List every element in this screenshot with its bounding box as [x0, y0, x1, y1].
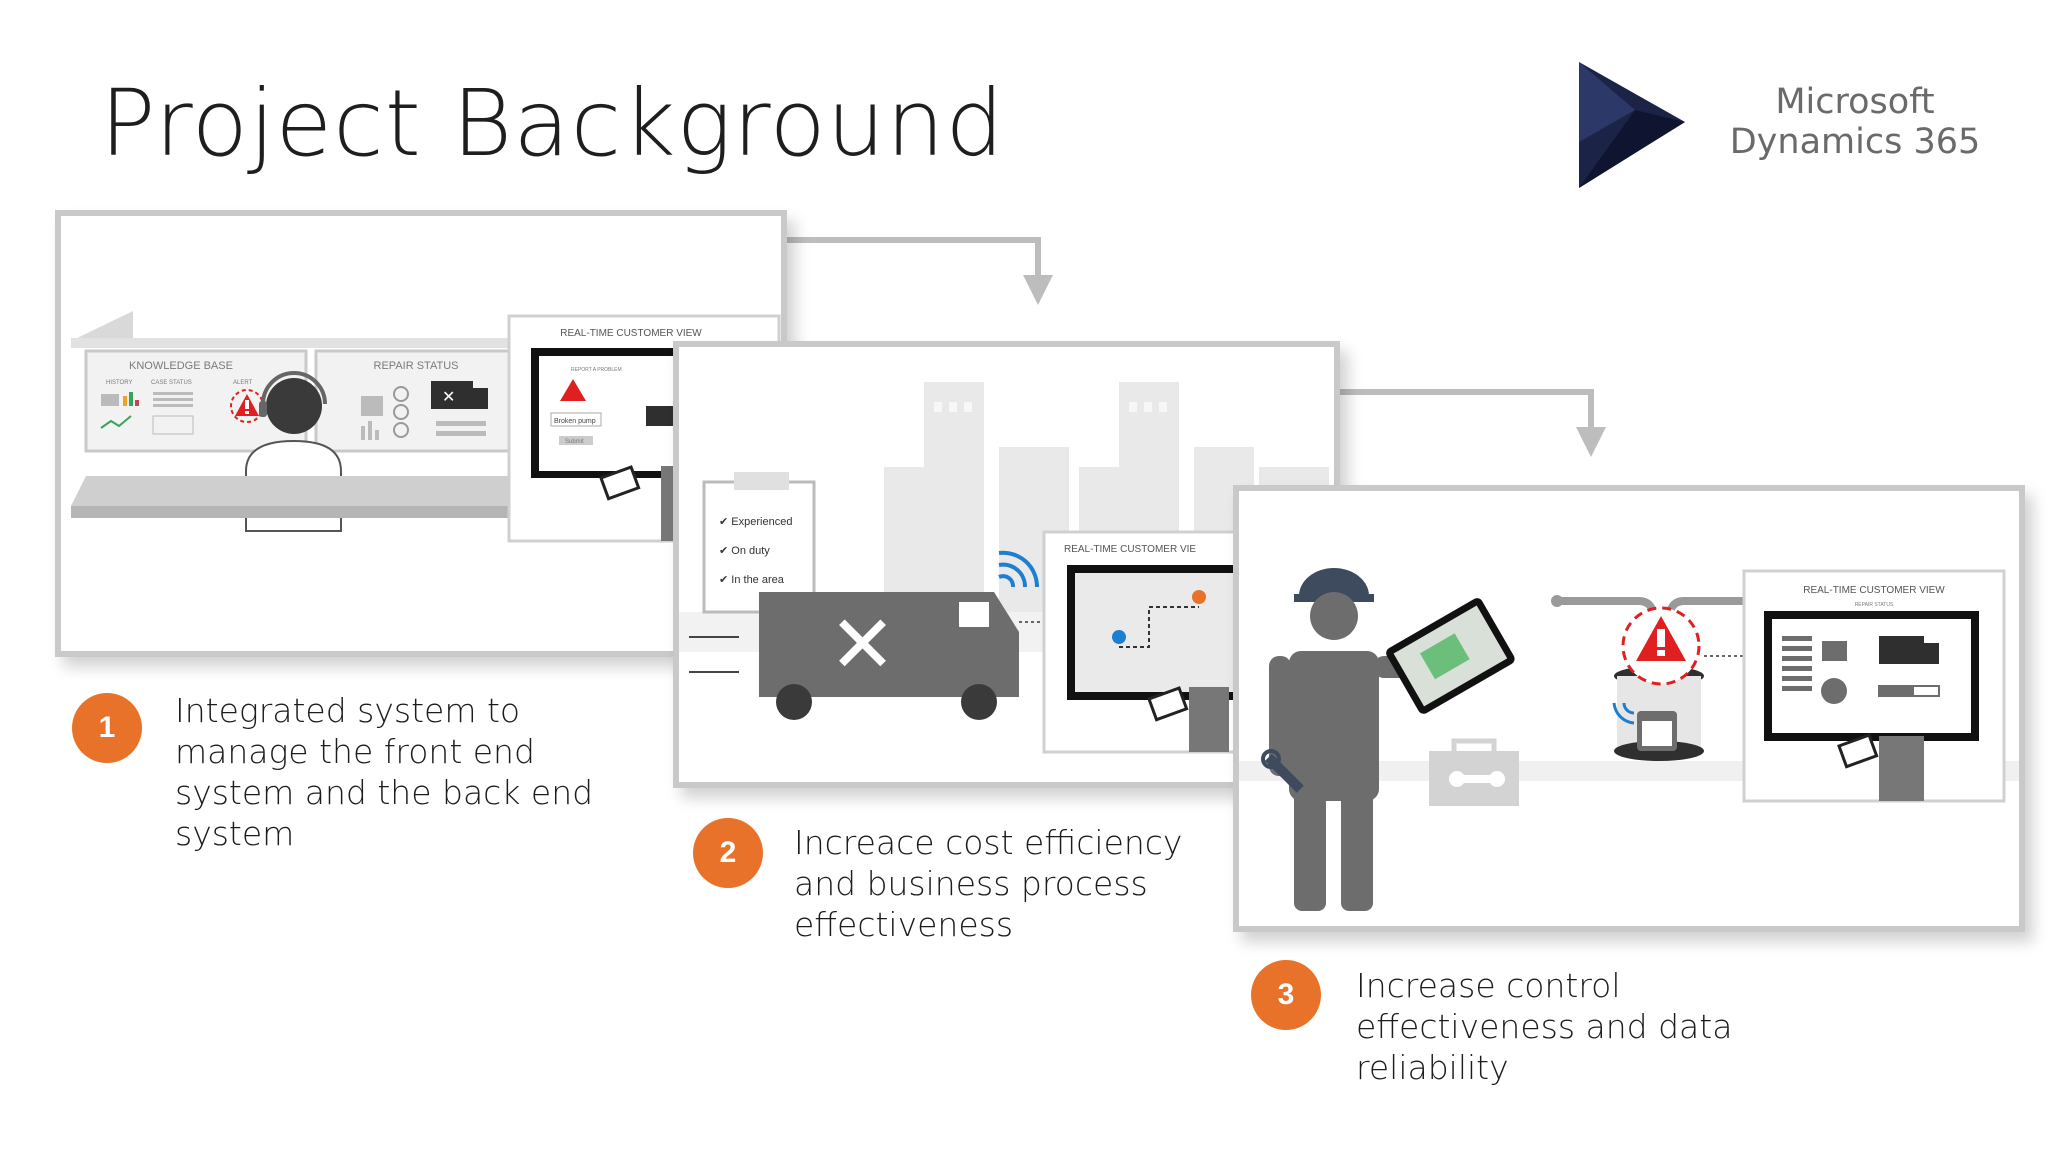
- svg-text:✕: ✕: [829, 600, 896, 689]
- scene-panel-3: REAL-TIME CUSTOMER VIEW REPAIR STATUS: [1233, 485, 2025, 932]
- svg-text:✕: ✕: [442, 389, 455, 406]
- repair-status-label-3: REPAIR STATUS: [1855, 602, 1894, 608]
- customer-view-title-3: REAL-TIME CUSTOMER VIEW: [1803, 585, 1945, 596]
- alert-label: ALERT: [233, 380, 253, 386]
- case-status-label: CASE STATUS: [151, 380, 192, 386]
- technician-icon: [1269, 568, 1419, 911]
- tablet-icon: [1386, 598, 1515, 714]
- knowledge-base-label: KNOWLEDGE BASE: [129, 360, 233, 372]
- pump-alert-icon: [1614, 606, 1704, 761]
- step-2-text: Increace cost efficiency and business pr…: [794, 823, 1183, 944]
- agent-icon: [245, 371, 342, 532]
- step-3-badge: 3: [1251, 960, 1321, 1030]
- logo-line2: Dynamics 365: [1729, 122, 1981, 162]
- history-label: HISTORY: [106, 380, 132, 386]
- checklist-item-1: ✔ Experienced: [719, 516, 792, 528]
- toolbox-icon: [1429, 738, 1519, 806]
- scene-panel-1: KNOWLEDGE BASE REPAIR STATUS HISTORY CAS…: [55, 210, 787, 657]
- step-1-badge: 1: [72, 693, 142, 763]
- signal-icon-2: [1612, 702, 1635, 725]
- report-problem-label: REPORT A PROBLEM: [571, 367, 622, 373]
- dynamics-logo-icon: [1579, 62, 1685, 188]
- dynamics-logo: Microsoft Dynamics 365: [1575, 60, 2015, 190]
- wrench-icon: [1261, 749, 1304, 793]
- repair-truck-icon: ✕: [431, 381, 488, 409]
- broken-pump-field: Broken pump: [554, 418, 596, 425]
- service-truck-icon: ✕: [759, 592, 1019, 720]
- checklist-item-3: ✔ In the area: [719, 574, 785, 586]
- logo-text: Microsoft Dynamics 365: [1705, 82, 2005, 162]
- repair-status-label: REPAIR STATUS: [374, 360, 459, 372]
- connector-arrow-1: [775, 237, 1053, 305]
- submit-button: Submit: [565, 439, 584, 445]
- step-3-text: Increase control effectiveness and data …: [1356, 966, 1733, 1087]
- step-1-text: Integrated system to manage the front en…: [175, 691, 594, 853]
- page-title: Project Background: [100, 70, 1005, 177]
- connector-arrow-2: [1328, 389, 1606, 457]
- dashboard-glyphs: [100, 386, 486, 440]
- signal-icon: [998, 550, 1040, 588]
- checklist-card: ✔ Experienced ✔ On duty ✔ In the area: [702, 472, 816, 614]
- customer-view-title: REAL-TIME CUSTOMER VIEW: [560, 328, 702, 339]
- customer-view-title-2: REAL-TIME CUSTOMER VIE: [1064, 544, 1196, 555]
- logo-line1: Microsoft: [1775, 82, 1935, 122]
- checklist-item-2: ✔ On duty: [719, 545, 770, 557]
- step-2-badge: 2: [693, 818, 763, 888]
